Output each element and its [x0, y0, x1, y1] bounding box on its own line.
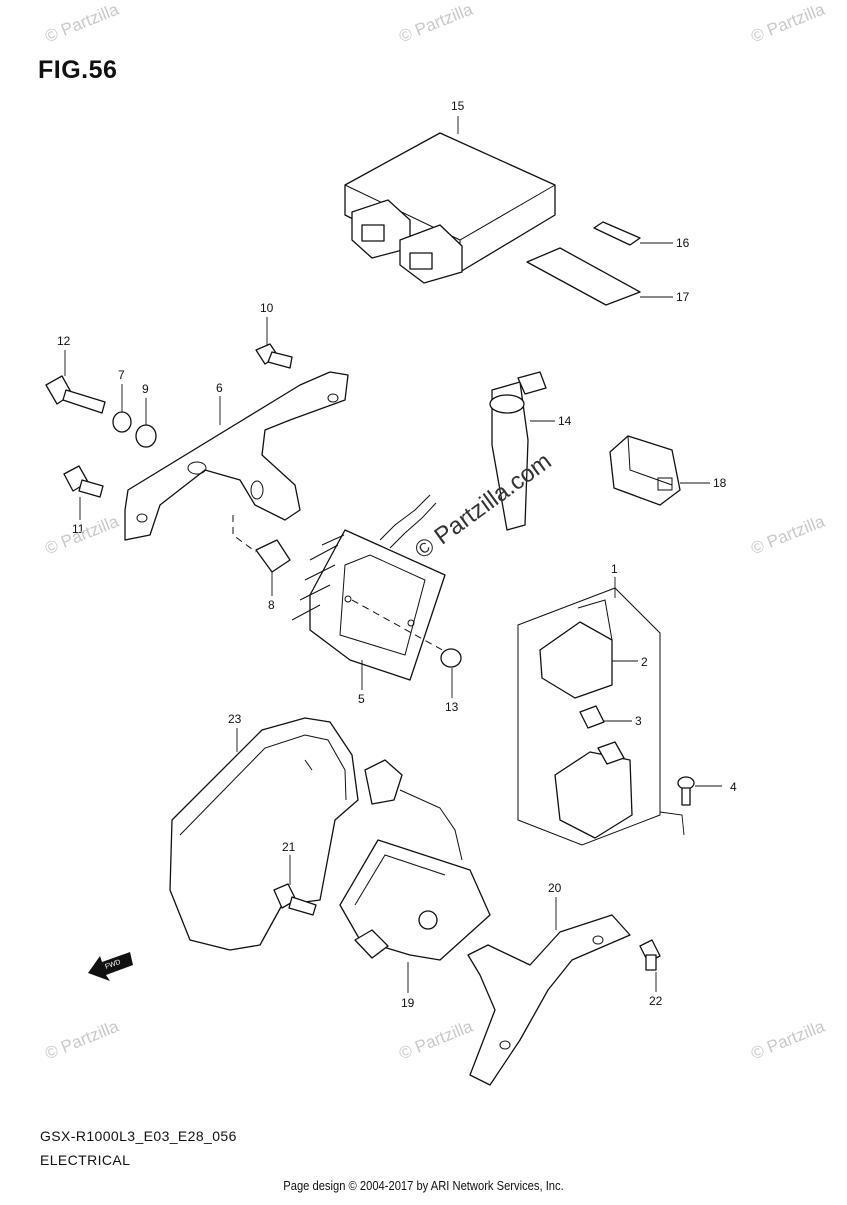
- leader-lines: [64, 116, 722, 993]
- sensor-19-part[interactable]: [339, 759, 491, 961]
- callout-14: 14: [558, 414, 572, 428]
- collar-9-part[interactable]: [135, 424, 157, 448]
- bracket-20-part[interactable]: [467, 914, 631, 1086]
- callout-4: 4: [730, 780, 737, 794]
- callout-5: 5: [358, 692, 365, 706]
- nut-13-part[interactable]: [440, 648, 462, 668]
- bolt-22-part[interactable]: [639, 939, 661, 971]
- callout-9: 9: [142, 382, 149, 396]
- model-code: GSX-R1000L3_E03_E28_056: [40, 1128, 237, 1144]
- callout-17: 17: [676, 290, 690, 304]
- callout-23: 23: [228, 712, 242, 726]
- footer-copyright: Page design © 2004-2017 by ARI Network S…: [283, 1178, 564, 1193]
- callout-6: 6: [216, 381, 223, 395]
- cover-2-part[interactable]: [539, 599, 613, 699]
- figure-title: FIG.56: [38, 56, 118, 84]
- bolt-10-part[interactable]: [255, 343, 293, 369]
- callout-10: 10: [260, 301, 274, 315]
- bolt-11-part[interactable]: [63, 465, 104, 498]
- washer-7-part[interactable]: [112, 411, 132, 433]
- callout-16: 16: [676, 236, 690, 250]
- bolt-21-part[interactable]: [273, 883, 317, 916]
- section-name: ELECTRICAL: [40, 1152, 131, 1168]
- bracket-6-part[interactable]: [124, 371, 349, 541]
- callout-20: 20: [548, 881, 562, 895]
- callout-11: 11: [72, 522, 85, 536]
- relay-18-part[interactable]: [609, 435, 681, 506]
- regulator-5-part[interactable]: [291, 494, 446, 681]
- callout-21: 21: [282, 840, 296, 854]
- sensor-14-part[interactable]: [489, 371, 547, 531]
- spacer-8-part[interactable]: [255, 539, 291, 573]
- callout-2: 2: [641, 655, 648, 669]
- callout-7: 7: [118, 368, 125, 382]
- pad-17-part[interactable]: [526, 247, 641, 306]
- forward-arrow-icon: [88, 952, 133, 981]
- callout-12: 12: [57, 334, 71, 348]
- callout-15: 15: [451, 99, 465, 113]
- callout-22: 22: [649, 994, 663, 1008]
- cover-23-part[interactable]: [169, 717, 359, 951]
- callout-8: 8: [268, 598, 275, 612]
- pad-16-part[interactable]: [593, 221, 641, 246]
- screw-4-part[interactable]: [677, 776, 695, 806]
- relay-base-part[interactable]: [554, 741, 633, 839]
- callout-13: 13: [445, 700, 459, 714]
- callout-3: 3: [635, 714, 642, 728]
- ecm-unit-part[interactable]: [344, 132, 556, 284]
- bolt-12-part[interactable]: [45, 375, 106, 414]
- callout-19: 19: [401, 996, 415, 1010]
- callout-18: 18: [713, 476, 727, 490]
- fuse-3-part[interactable]: [579, 705, 605, 729]
- callout-1: 1: [611, 562, 618, 576]
- callout-labels: 15 16 17 10 12 7 9 6 14 18 11 1 8 2 5 13…: [57, 99, 737, 1010]
